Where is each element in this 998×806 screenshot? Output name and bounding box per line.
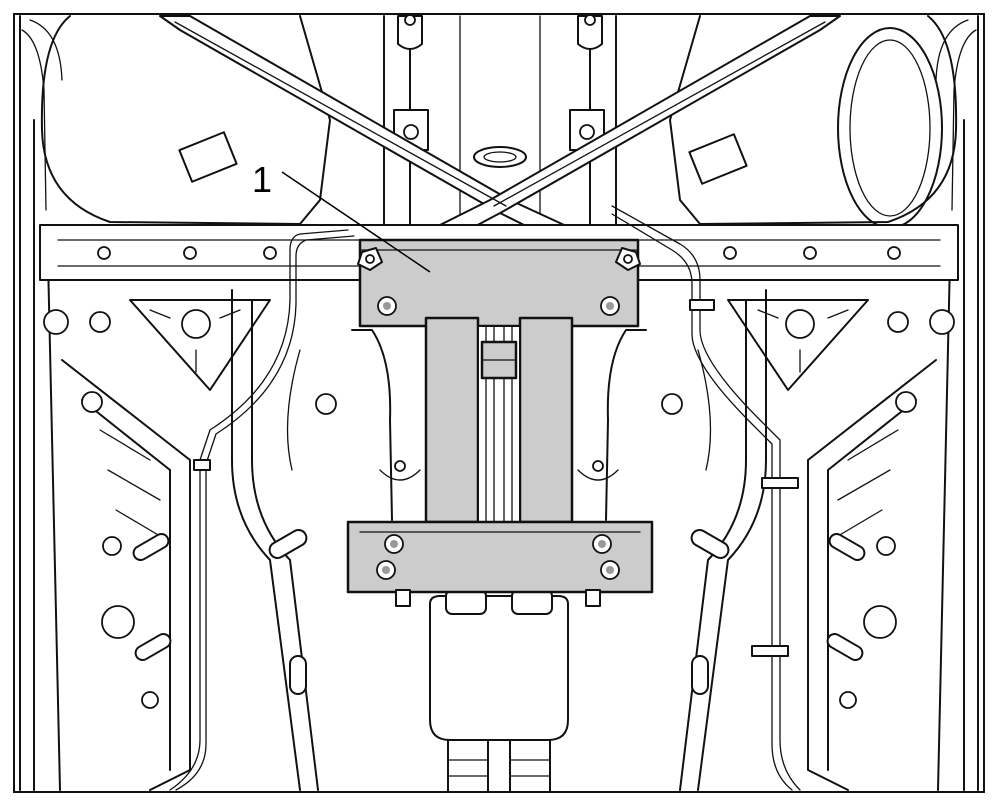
exhaust-tunnel	[351, 329, 647, 521]
muffler	[429, 589, 569, 793]
right-tank-label	[688, 133, 748, 185]
right-lines	[611, 205, 801, 791]
top-brackets	[393, 14, 605, 151]
left-floor-panel	[61, 359, 191, 791]
right-tank-cap	[837, 27, 943, 229]
left-tank	[40, 15, 331, 225]
left-lines	[169, 229, 355, 791]
left-tank-label	[178, 131, 238, 183]
left-inner-member	[231, 289, 337, 791]
left-sill	[19, 15, 63, 791]
right-triangle-bracket	[727, 299, 955, 391]
right-sill	[935, 15, 979, 791]
highlighted-bracket	[346, 238, 654, 607]
callout-leader-line	[281, 171, 431, 273]
right-inner-member	[661, 289, 767, 791]
callout-label-1: 1	[252, 159, 272, 200]
left-triangle-bracket	[43, 299, 271, 391]
right-tank	[669, 15, 958, 225]
right-floor-panel	[807, 359, 937, 791]
frame-border	[13, 13, 985, 793]
